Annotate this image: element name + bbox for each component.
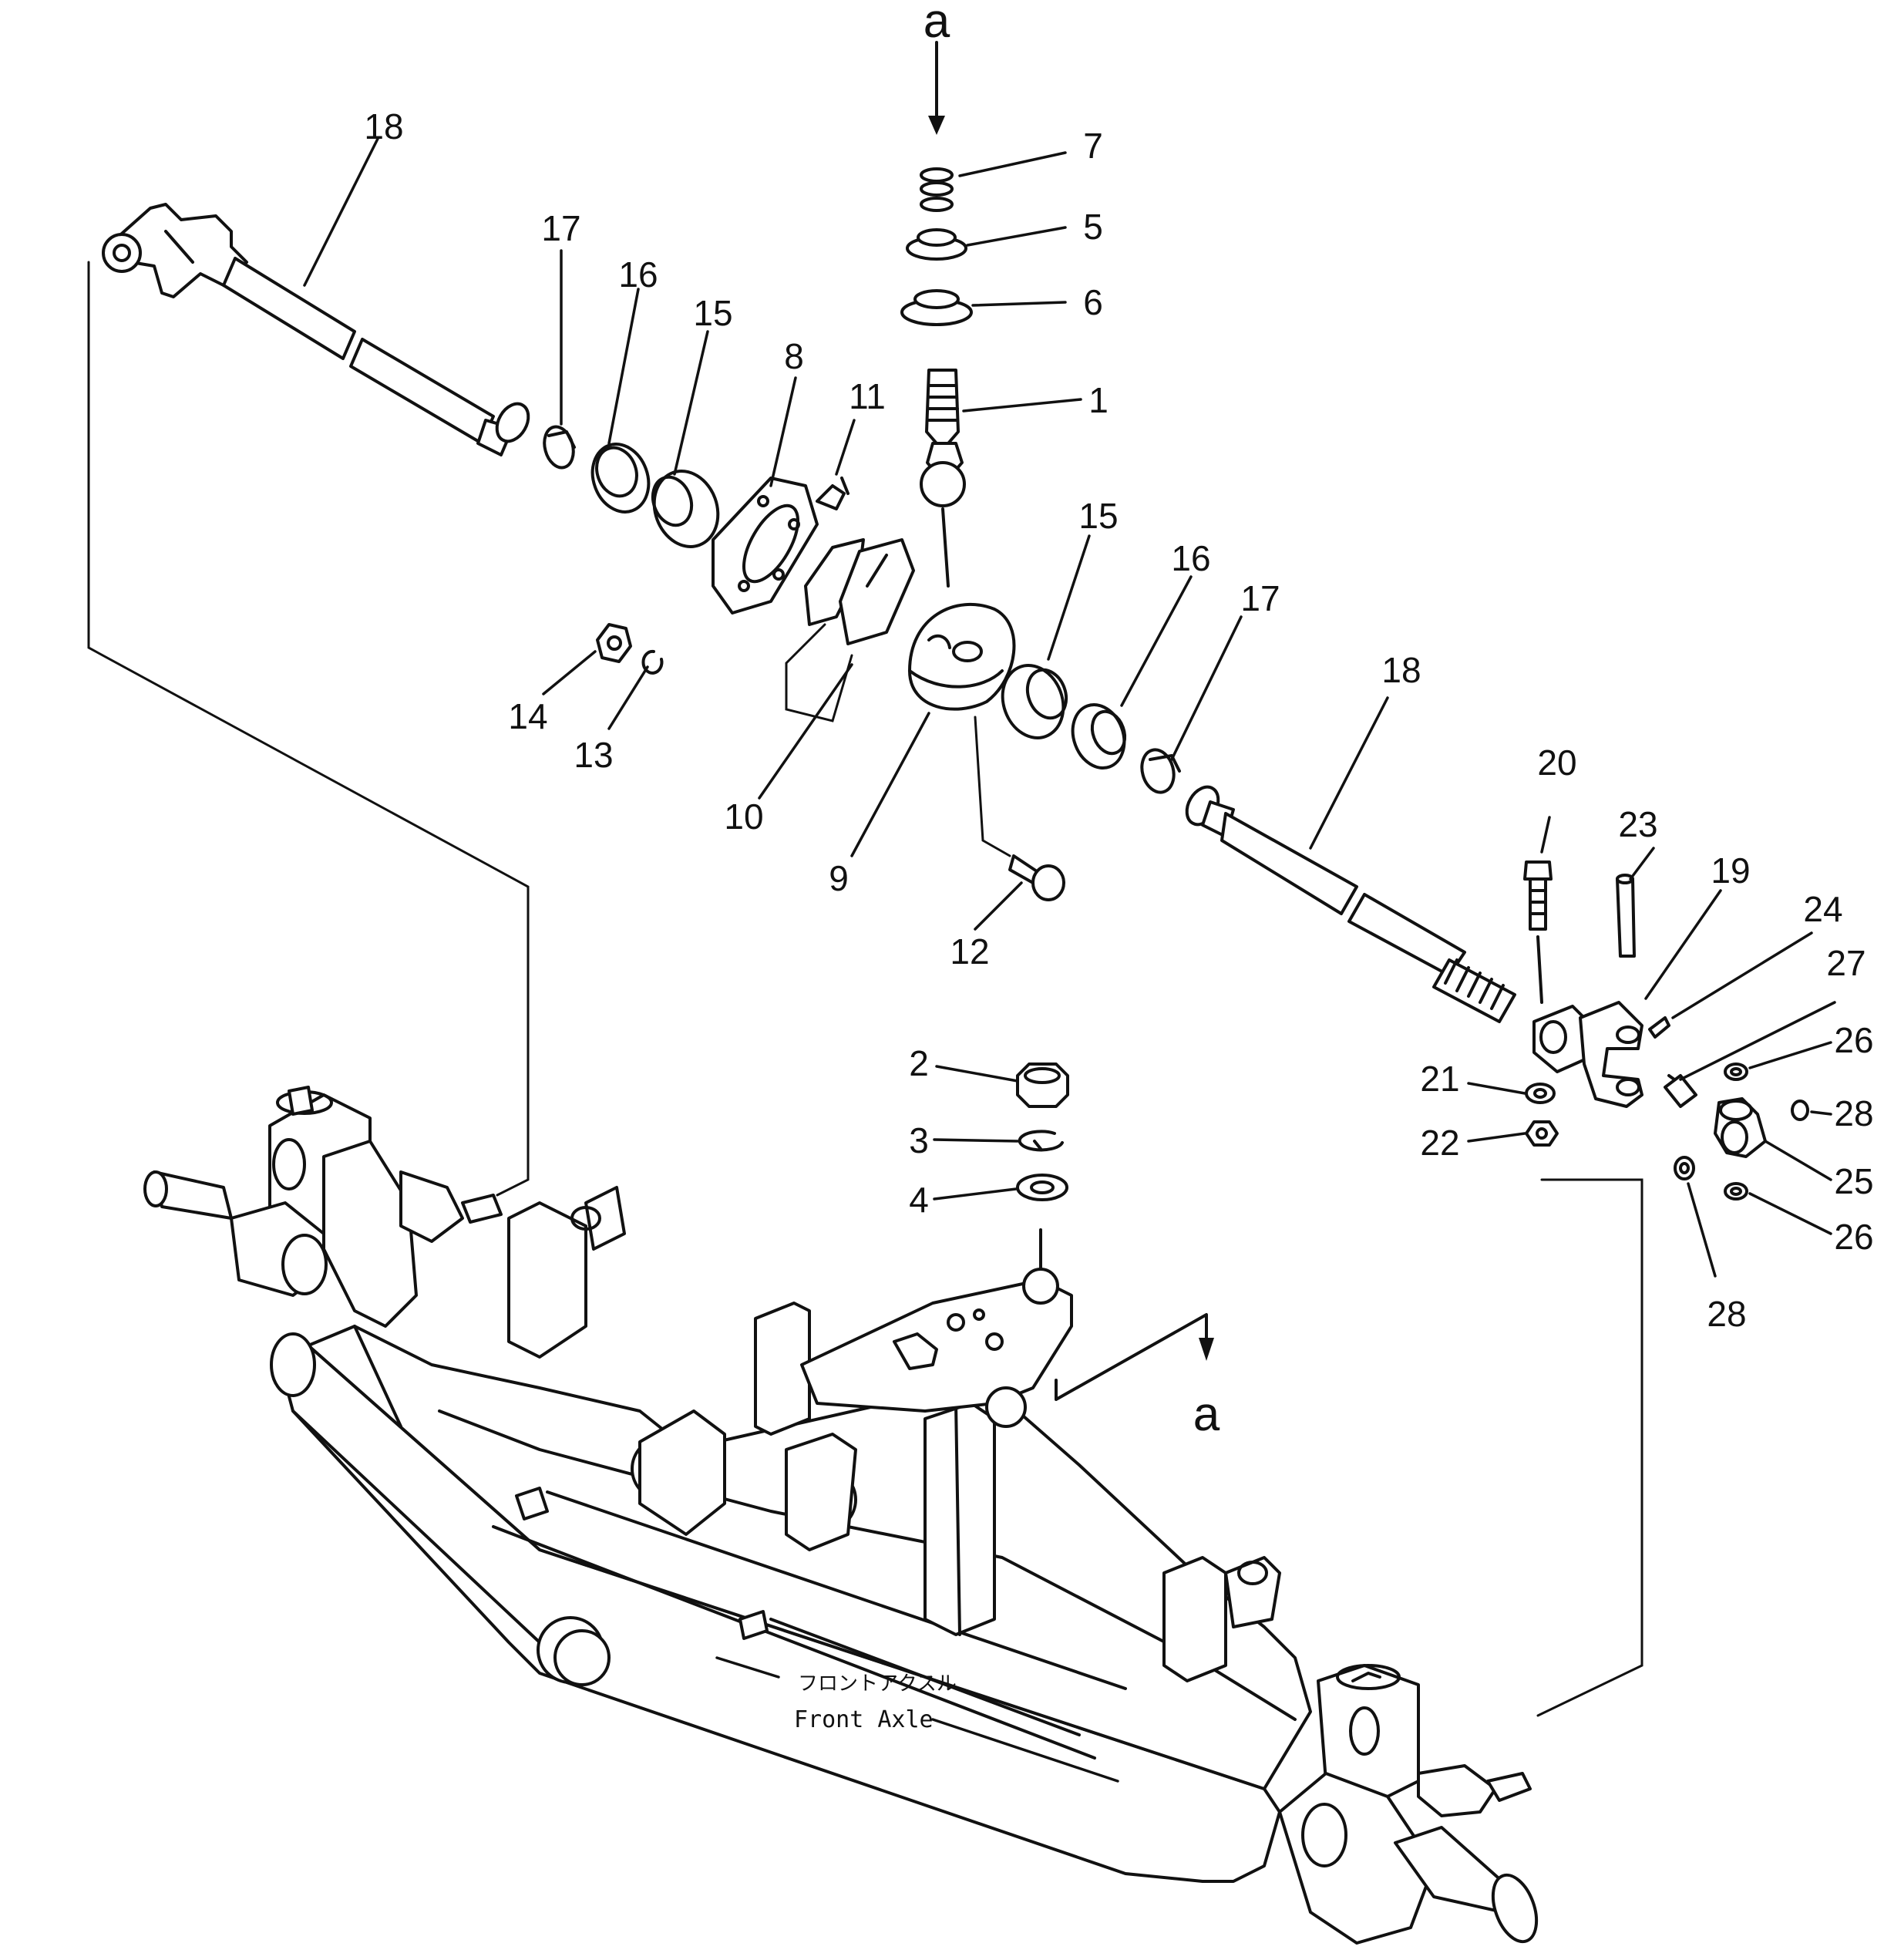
tie-rod-right xyxy=(1185,785,1516,1023)
callout-25: 25 xyxy=(1834,1161,1873,1201)
plug-28-bottom xyxy=(1674,1156,1695,1180)
pin-23 xyxy=(1616,874,1636,958)
axle-label-japanese: フロントアクスル xyxy=(798,1672,957,1696)
callout-numbers: a 18 17 16 15 8 11 7 5 6 1 15 16 17 18 1… xyxy=(364,0,1873,1733)
leader-lines xyxy=(303,137,1836,1783)
callout-15-left: 15 xyxy=(693,293,732,333)
tie-rod-left xyxy=(102,203,530,456)
washer-21 xyxy=(1525,1083,1556,1104)
view-arrow-side xyxy=(1055,1313,1214,1401)
callout-14: 14 xyxy=(508,696,547,736)
clevis-19 xyxy=(1532,1001,1643,1108)
nut-2 xyxy=(1016,1063,1069,1108)
view-label-side: a xyxy=(1193,1388,1220,1441)
axle-label-english: Front Axle xyxy=(794,1706,934,1733)
front-axle xyxy=(143,1086,1539,1945)
seal-26-top xyxy=(1724,1063,1748,1081)
housing-8 xyxy=(712,477,819,615)
seat-15-left xyxy=(651,470,720,548)
callout-13: 13 xyxy=(574,735,613,775)
plug-28-right xyxy=(1791,1100,1809,1121)
shims-10 xyxy=(785,538,915,722)
clamp-17-right xyxy=(1140,748,1181,794)
callout-16-right: 16 xyxy=(1171,538,1210,578)
callout-15-right: 15 xyxy=(1078,496,1118,536)
callout-26-bottom: 26 xyxy=(1834,1217,1873,1257)
boot-16-left xyxy=(590,443,651,514)
nut-22 xyxy=(1525,1120,1559,1147)
nut-14 xyxy=(596,623,632,663)
callout-26-top: 26 xyxy=(1834,1020,1873,1060)
callout-2: 2 xyxy=(909,1043,929,1083)
clamp-17-left xyxy=(543,425,576,470)
callout-6: 6 xyxy=(1083,282,1103,322)
callout-7: 7 xyxy=(1083,126,1103,166)
callout-24: 24 xyxy=(1803,889,1842,929)
seal-26-bottom xyxy=(1724,1182,1748,1201)
seat-15-right xyxy=(1001,664,1068,739)
ball-stud-1 xyxy=(920,369,966,588)
callout-22: 22 xyxy=(1420,1123,1459,1163)
washer-3 xyxy=(1018,1130,1064,1152)
spring-7 xyxy=(920,167,954,212)
callout-11: 11 xyxy=(849,376,886,416)
callout-8: 8 xyxy=(784,336,804,376)
callout-1: 1 xyxy=(1088,380,1109,420)
callout-19: 19 xyxy=(1711,850,1750,891)
callout-3: 3 xyxy=(909,1120,929,1160)
view-label-top: a xyxy=(923,0,950,48)
callout-18-left: 18 xyxy=(364,106,403,146)
seat-5 xyxy=(906,228,967,261)
bolt-20 xyxy=(1523,860,1553,1004)
bolt-12 xyxy=(974,716,1065,901)
callout-4: 4 xyxy=(909,1180,929,1220)
callout-16-left: 16 xyxy=(618,254,658,295)
callout-21: 21 xyxy=(1420,1059,1459,1099)
seat-6 xyxy=(900,289,973,326)
view-arrow-top xyxy=(928,41,945,135)
callout-17-left: 17 xyxy=(541,208,580,248)
boot-16-right xyxy=(1071,703,1127,770)
pin-24 xyxy=(1648,1016,1670,1039)
ball-socket-9 xyxy=(908,602,1016,711)
callout-28-bottom: 28 xyxy=(1707,1294,1746,1334)
callout-17-right: 17 xyxy=(1240,578,1280,618)
callout-10: 10 xyxy=(724,796,763,837)
grease-fitting-27 xyxy=(1664,1074,1697,1108)
callout-28-right: 28 xyxy=(1834,1093,1873,1133)
washer-4 xyxy=(1016,1174,1068,1201)
callout-9: 9 xyxy=(829,858,849,898)
callout-23: 23 xyxy=(1618,804,1657,844)
grease-fitting-11 xyxy=(816,477,849,510)
callout-18-right: 18 xyxy=(1381,650,1421,690)
callout-5: 5 xyxy=(1083,207,1103,247)
bush-25 xyxy=(1714,1097,1767,1158)
callout-20: 20 xyxy=(1537,743,1576,783)
callout-27: 27 xyxy=(1826,943,1865,983)
callout-12: 12 xyxy=(950,931,989,972)
